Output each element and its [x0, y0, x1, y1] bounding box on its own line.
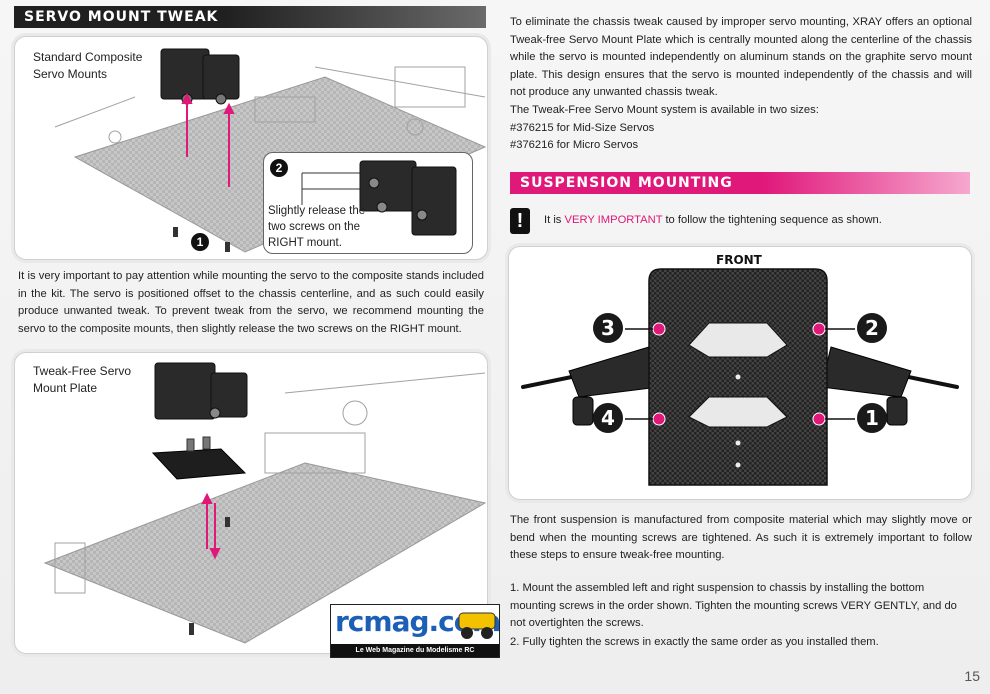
callout-line2: two screws on the [268, 221, 361, 233]
callout-box: 2 Slightly release the two screws on th [263, 152, 473, 254]
buggy-logo-icon [458, 612, 496, 639]
step-2: 2. Fully tighten the screws in exactly t… [510, 636, 879, 648]
sequence-3: 3 [593, 313, 623, 343]
fig1-caption-line2: Servo Mounts [33, 67, 108, 81]
fig1-caption: Standard Composite Servo Mounts [33, 49, 142, 83]
sequence-1: 1 [857, 403, 887, 433]
sizes-block: The Tweak-Free Servo Mount system is ava… [510, 102, 972, 155]
sequence-4: 4 [593, 403, 623, 433]
front-label: FRONT [716, 253, 762, 267]
intro-paragraph: To eliminate the chassis tweak caused by… [510, 16, 972, 98]
page-number: 15 [964, 668, 980, 684]
callout-line3: RIGHT mount. [268, 237, 342, 249]
chassis-illustration-2 [43, 362, 487, 644]
step-1: 1. Mount the assembled left and right su… [510, 582, 957, 629]
sizes-intro: The Tweak-Free Servo Mount system is ava… [510, 104, 819, 116]
fig2-caption: Tweak-Free Servo Mount Plate [33, 363, 131, 397]
suspension-paragraph: The front suspension is manufactured fro… [510, 514, 972, 561]
tweak-free-servo-mount-figure: Tweak-Free Servo Mount Plate [14, 352, 488, 654]
servo-section-header: SERVO MOUNT TWEAK [14, 6, 486, 28]
callout-line1: Slightly release the [268, 205, 366, 217]
warning-prefix: It is [544, 214, 562, 226]
servo-paragraph: It is very important to pay attention wh… [18, 270, 484, 335]
fig2-caption-line2: Mount Plate [33, 381, 98, 395]
sequence-2: 2 [857, 313, 887, 343]
warning-icon: ! [510, 208, 530, 234]
warning-text: It is VERY IMPORTANT to follow the tight… [544, 212, 964, 230]
rcmag-logo: rcmag.com Le Web Magazine du Modelisme R… [330, 604, 501, 658]
servo-detail-illustration [301, 160, 457, 236]
warning-highlight: VERY IMPORTANT [564, 214, 663, 226]
warning-suffix: to follow the tightening sequence as sho… [665, 214, 882, 226]
size-2: #376216 for Micro Servos [510, 139, 639, 151]
suspension-figure: FRONT 3 2 4 1 [508, 246, 972, 500]
suspension-section-header: SUSPENSION MOUNTING [510, 172, 970, 194]
marker-2: 2 [270, 159, 288, 177]
marker-1: 1 [191, 233, 209, 251]
logo-subtitle: Le Web Magazine du Modelisme RC [331, 644, 499, 657]
callout-text: Slightly release the two screws on the R… [268, 203, 365, 251]
chassis-topview-illustration [521, 268, 959, 486]
fig1-caption-line1: Standard Composite [33, 50, 143, 64]
fig2-caption-line1: Tweak-Free Servo [33, 364, 132, 378]
standard-servo-mount-figure: Standard Composite Servo Mounts 1 2 [14, 36, 488, 260]
size-1: #376215 for Mid-Size Servos [510, 121, 655, 134]
